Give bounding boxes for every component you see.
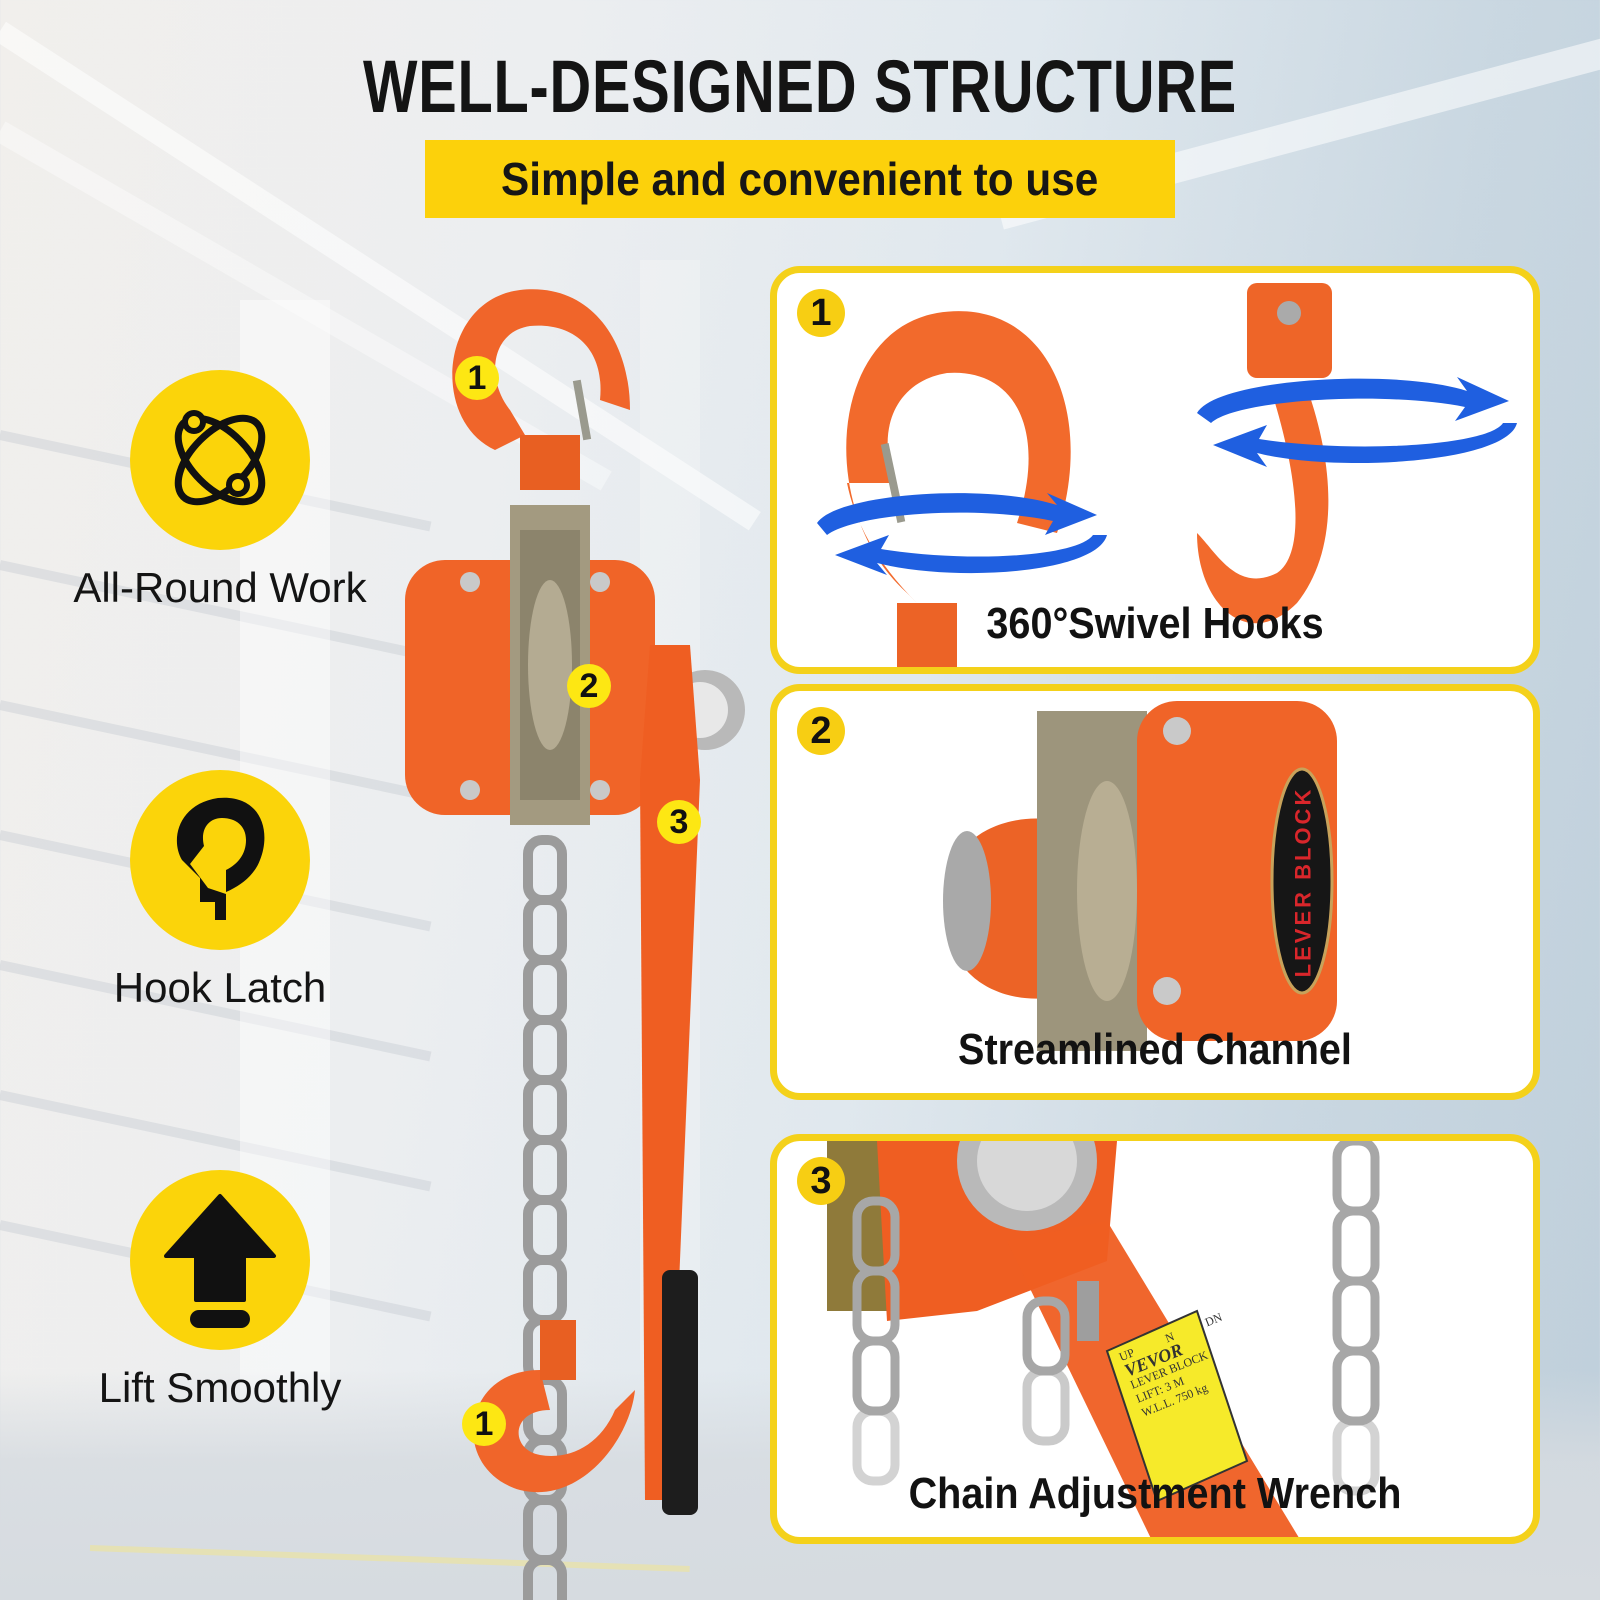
feature-label: Lift Smoothly <box>98 1364 342 1411</box>
arrow-up-icon <box>164 1194 276 1328</box>
lever-hoist-product: 1 2 3 1 <box>400 260 750 1600</box>
feature-label: All-Round Work <box>73 564 367 611</box>
subtitle-banner: Simple and convenient to use <box>425 140 1175 218</box>
card-number-badge: 1 <box>797 289 845 337</box>
subtitle-text: Simple and convenient to use <box>501 153 1099 205</box>
detail-card-streamlined-channel: LEVER BLOCK 2 Streamlined Channel <box>770 684 1540 1100</box>
streamlined-channel-illustration <box>943 701 1337 1051</box>
callout-badge: 3 <box>657 800 701 844</box>
plate-text: LEVER BLOCK <box>1290 786 1315 978</box>
hook-icon <box>176 797 265 920</box>
card-number-badge: 3 <box>797 1157 845 1205</box>
card-caption: Streamlined Channel <box>958 1025 1352 1074</box>
feature-icon-circle <box>130 770 310 950</box>
detail-card-swivel-hooks: 1 360°Swivel Hooks <box>770 266 1540 674</box>
feature-lift-smoothly: Lift Smoothly <box>40 1170 400 1412</box>
callout-badge: 2 <box>567 664 611 708</box>
feature-icon-circle <box>130 370 310 550</box>
chain-wrench-illustration <box>827 1141 1380 1537</box>
feature-label: Hook Latch <box>113 964 327 1011</box>
callout-badge: 1 <box>455 356 499 400</box>
card-number-badge: 2 <box>797 707 845 755</box>
detail-card-chain-adjustment-wrench: UP N DN VEVOR LEVER BLOCK LIFT: 3 M W.L.… <box>770 1134 1540 1544</box>
swivel-hooks-illustration <box>817 283 1517 667</box>
card-caption: Chain Adjustment Wrench <box>908 1469 1402 1518</box>
atom-icon <box>174 410 266 506</box>
feature-all-round-work: All-Round Work <box>40 370 400 612</box>
card-caption: 360°Swivel Hooks <box>986 599 1324 648</box>
feature-hook-latch: Hook Latch <box>40 770 400 1012</box>
feature-icon-circle <box>130 1170 310 1350</box>
lever-hoist-illustration <box>405 289 745 1600</box>
lever-block-plate: LEVER BLOCK <box>1281 777 1325 987</box>
page-title: WELL-DESIGNED STRUCTURE <box>362 45 1238 128</box>
callout-badge: 1 <box>462 1402 506 1446</box>
